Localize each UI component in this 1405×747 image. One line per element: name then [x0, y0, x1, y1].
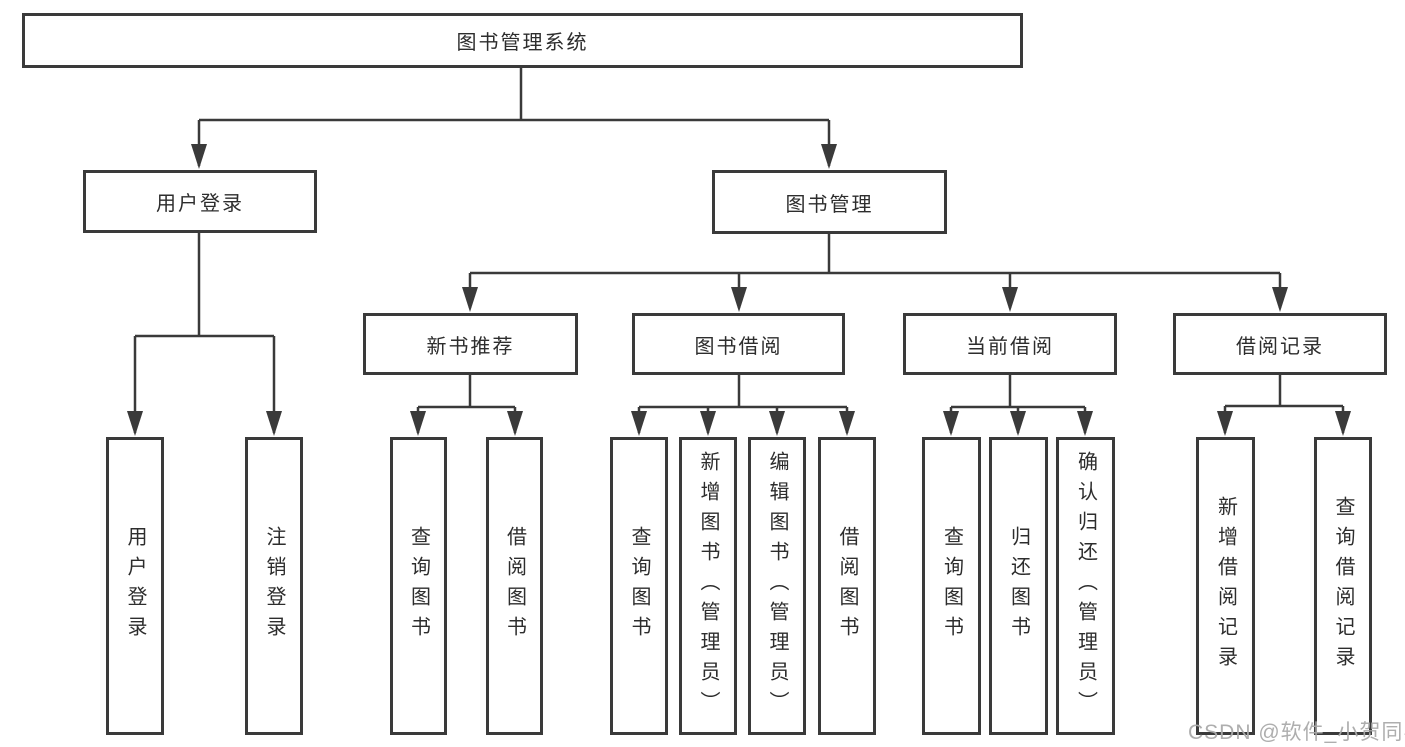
leaf-current-query-books: 查询图书	[922, 437, 981, 735]
watermark: CSDN @软件_小贺同学	[1188, 721, 1405, 744]
node-label: 查询图书	[940, 526, 963, 646]
node-borrow-records: 借阅记录	[1173, 313, 1387, 375]
node-label: 用户登录	[156, 193, 244, 215]
leaf-logout: 注销登录	[245, 437, 303, 735]
node-label: 新增图书（管理员）	[697, 451, 719, 721]
node-label: 查询图书	[628, 526, 650, 646]
node-label: 借阅图书	[836, 526, 858, 646]
node-label: 图书借阅	[694, 335, 783, 358]
node-label: 查询借阅记录	[1332, 496, 1354, 676]
leaf-user-login: 用户登录	[106, 437, 164, 735]
node-book-management: 图书管理	[712, 170, 947, 234]
node-label: 归还图书	[1007, 526, 1030, 646]
node-label: 图书管理	[785, 193, 874, 216]
leaf-borrow-add-books-admin: 新增图书（管理员）	[679, 437, 737, 735]
leaf-record-add-borrow-record: 新增借阅记录	[1196, 437, 1255, 735]
node-label: 图书管理系统	[456, 32, 589, 54]
node-label: 确认归还（管理员）	[1074, 451, 1097, 721]
node-new-book-recommend: 新书推荐	[363, 313, 578, 375]
node-label: 编辑图书（管理员）	[766, 451, 788, 721]
node-label: 借阅记录	[1236, 335, 1324, 358]
arrowheads	[127, 144, 1351, 436]
leaf-borrow-query-books: 查询图书	[610, 437, 668, 735]
leaf-newbook-query-books: 查询图书	[390, 437, 447, 735]
leaf-borrow-borrow-books: 借阅图书	[818, 437, 876, 735]
node-current-borrowing: 当前借阅	[903, 313, 1117, 375]
node-label: 查询图书	[407, 526, 430, 646]
node-label: 用户登录	[124, 526, 146, 646]
leaf-newbook-borrow-books: 借阅图书	[486, 437, 543, 735]
node-label: 借阅图书	[503, 526, 526, 646]
leaf-record-query-borrow-record: 查询借阅记录	[1314, 437, 1372, 735]
node-label: 当前借阅	[966, 335, 1054, 358]
node-label: 新书推荐	[426, 335, 515, 358]
node-label: 注销登录	[263, 526, 285, 646]
node-user-login: 用户登录	[83, 170, 317, 233]
leaf-current-confirm-return-admin: 确认归还（管理员）	[1056, 437, 1115, 735]
leaf-borrow-edit-books-admin: 编辑图书（管理员）	[748, 437, 806, 735]
node-book-borrowing: 图书借阅	[632, 313, 845, 375]
leaf-current-return-books: 归还图书	[989, 437, 1048, 735]
node-label: 新增借阅记录	[1214, 496, 1237, 676]
node-root: 图书管理系统	[22, 13, 1023, 68]
